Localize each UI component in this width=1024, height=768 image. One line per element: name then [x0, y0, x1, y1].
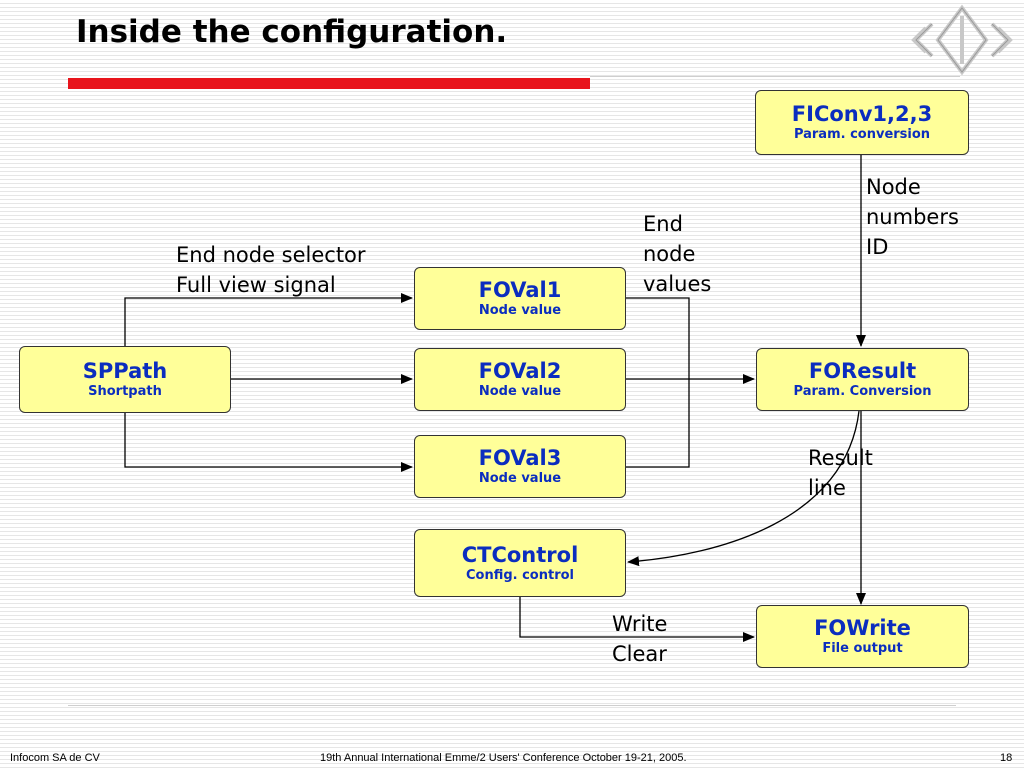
node-foval3-name: FOVal3 [478, 446, 562, 470]
footer-company: Infocom SA de CV [10, 752, 100, 764]
node-foval3-subtitle: Node value [478, 471, 562, 486]
node-sppath-subtitle: Shortpath [88, 384, 162, 399]
foresult-to-ctcontrol-connector [627, 410, 860, 567]
ctcontrol-to-fowrite-connector [519, 597, 755, 642]
node-foval1-subtitle: Node value [478, 303, 562, 318]
node-foresult-name: FOResult [808, 359, 917, 383]
node-ficonv: FIConv1,2,3 Param. conversion [755, 90, 969, 155]
node-fowrite: FOWrite File output [756, 605, 969, 668]
node-foval1-name: FOVal1 [478, 278, 562, 302]
title-accent-bar [68, 78, 590, 89]
node-ficonv-name: FIConv1,2,3 [791, 102, 933, 126]
label-end-node-values: End node values [643, 212, 712, 296]
diamond-logo-icon [911, 4, 1013, 76]
slide-title: Inside the configuration. [76, 14, 508, 50]
node-foresult-subtitle: Param. Conversion [793, 384, 932, 399]
node-fowrite-subtitle: File output [822, 641, 903, 656]
foval1-out-connector [626, 297, 690, 468]
label-end-node-selector: End node selector Full view signal [176, 243, 366, 297]
footer-conference: 19th Annual International Emme/2 Users' … [320, 752, 687, 764]
node-foresult: FOResult Param. Conversion [756, 348, 969, 411]
label-node-numbers-id: Node numbers ID [866, 175, 959, 259]
label-result-line: Result line [808, 446, 873, 500]
node-foval1: FOVal1 Node value [414, 267, 626, 330]
node-foval2: FOVal2 Node value [414, 348, 626, 411]
sppath-to-foval3-connector [124, 413, 413, 472]
node-ficonv-subtitle: Param. conversion [793, 127, 931, 142]
node-ctcontrol-name: CTControl [461, 542, 579, 567]
node-fowrite-name: FOWrite [814, 616, 911, 640]
node-ctcontrol: CTControl Config. control [414, 529, 626, 597]
footer-divider [68, 705, 956, 706]
node-foval2-name: FOVal2 [478, 359, 562, 383]
node-foval2-subtitle: Node value [478, 384, 562, 399]
node-sppath-name: SPPath [82, 359, 168, 383]
title-underline [590, 76, 960, 77]
node-ctcontrol-subtitle: Config. control [465, 567, 575, 583]
node-sppath: SPPath Shortpath [19, 346, 231, 413]
sppath-to-foval1-connector [124, 293, 413, 346]
label-write-clear: Write Clear [612, 612, 668, 666]
node-foval3: FOVal3 Node value [414, 435, 626, 498]
footer-page-number: 18 [1000, 752, 1013, 764]
